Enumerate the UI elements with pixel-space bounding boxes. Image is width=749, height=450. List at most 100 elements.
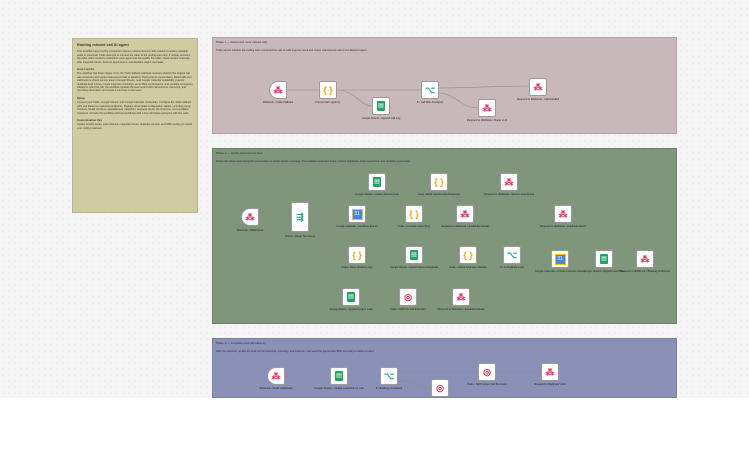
node-label: If • Call Was Answered	[416, 101, 444, 104]
twilio-icon: ◎	[404, 291, 412, 302]
node-label: If • Booking Completed	[375, 387, 403, 390]
node-label: Code • Compute Open Slots	[397, 225, 431, 228]
sheets-lookup-service-area-node[interactable]: ▤	[368, 173, 386, 191]
webhook-icon: ⁂	[482, 102, 492, 113]
code-icon: { }	[409, 208, 419, 219]
node-label: Twilio • SMS Owner Call Summary	[467, 383, 507, 386]
note-how-heading: How it works	[77, 67, 95, 72]
group-description: Twilio reports whether the roofing team …	[216, 49, 368, 52]
webhook-retell-tools-node[interactable]: ⁂	[241, 208, 259, 226]
node-label: Respond to Webhook • Call Handled	[516, 98, 560, 101]
connection	[308, 181, 369, 209]
connection	[308, 221, 343, 298]
sheets-icon: ▤	[600, 254, 608, 264]
note-how: The workflow has three stages. First, th…	[77, 72, 193, 93]
node-label: Switch • Route Tool Name	[285, 235, 315, 238]
code-compute-slots-node[interactable]: { }	[405, 205, 423, 223]
connection	[308, 211, 349, 215]
calendar-icon: 31	[351, 208, 363, 220]
if-call-answered-node[interactable]: ⌥	[421, 81, 439, 99]
group-description: After the call ends, update the lead wit…	[216, 350, 375, 353]
respond-route-to-ai-node[interactable]: ⁂	[478, 99, 496, 117]
node-label: Google Sheets • Append Lead Row	[583, 270, 625, 273]
node-label: Respond to Webhook • Ack	[534, 383, 566, 386]
node-label: Webhook • Retell Tools	[236, 229, 264, 232]
code-parse-booking-node[interactable]: { }	[348, 246, 366, 264]
respond-duplicate-node[interactable]: ⁂	[554, 205, 572, 223]
connection	[397, 379, 432, 389]
node-label: If • Is Duplicate Lead	[500, 266, 524, 269]
sheets-icon: ▤	[347, 292, 355, 302]
code-icon: { }	[463, 249, 473, 260]
webhook-icon: ⁂	[545, 366, 555, 377]
node-label: Code • Parse Booking Args	[341, 266, 373, 269]
node-label: Respond to Webhook • Escalated Result	[437, 308, 485, 311]
twilio-sms-owner-summary-node[interactable]: ◎	[478, 363, 496, 381]
twilio-icon: ◎	[483, 366, 491, 377]
node-label: Respond to Webhook • Duplicate Result	[539, 225, 587, 228]
calendar-create-inspection-node[interactable]: 31	[551, 250, 569, 268]
code-icon: { }	[352, 249, 362, 260]
webhook-icon: ⁂	[456, 291, 466, 302]
connection	[438, 85, 530, 89]
group-phase-1[interactable]: Phase 1 — Detect and route missed calls …	[212, 37, 677, 134]
sheets-update-lead-node[interactable]: ▤	[330, 367, 348, 385]
respond-availability-node[interactable]: ⁂	[456, 205, 474, 223]
switch-icon: ⇶	[296, 211, 304, 222]
sheets-icon: ▤	[377, 101, 385, 111]
if-booking-completed-node[interactable]: ⌥	[380, 367, 398, 385]
sheets-search-duplicate-node[interactable]: ▤	[405, 246, 423, 264]
sheets-icon: ▤	[410, 250, 418, 260]
node-label: Format Call Log Entry	[315, 101, 341, 104]
calendar-get-busy-node[interactable]: 31	[348, 205, 366, 223]
connections-layer	[259, 85, 636, 389]
node-label: Google Sheets • Append Call Log	[361, 117, 401, 120]
group-description: Retell calls these tools during the conv…	[216, 160, 412, 163]
note-setup-heading: Setup	[77, 95, 85, 100]
sheets-append-call-log-node[interactable]: ▤	[372, 97, 390, 115]
webhook-icon: ⁂	[245, 211, 255, 222]
node-label: Google Sheets • Update Lead Row for Call	[314, 387, 364, 390]
switch-route-tool-node[interactable]: ⇶	[291, 202, 309, 232]
twilio-sms-node[interactable]: ◎	[431, 379, 449, 397]
twilio-icon: ◎	[436, 382, 444, 393]
respond-service-area-node[interactable]: ⁂	[500, 173, 518, 191]
code-icon: { }	[323, 84, 333, 95]
connection	[308, 215, 349, 256]
note-intro: This workflow helps roofing companies ca…	[77, 50, 191, 64]
node-label: Respond to Webhook • Service Area Result	[483, 193, 535, 196]
connection	[520, 213, 555, 253]
if-icon: ⌥	[424, 84, 436, 95]
node-label: Google Calendar • Get Busy Events	[336, 225, 378, 228]
node-label: Twilio • SMS On-Call Estimator	[390, 308, 426, 311]
respond-booking-confirmed-node[interactable]: ⁂	[636, 250, 654, 268]
connection	[438, 92, 479, 109]
sheets-icon: ▤	[373, 177, 381, 187]
sticky-note[interactable]: Routing missed call AI agent This workfl…	[72, 38, 198, 213]
webhook-icon: ⁂	[504, 176, 514, 187]
node-label: Respond to Webhook • Route to AI	[466, 119, 508, 122]
respond-escalated-node[interactable]: ⁂	[452, 288, 470, 306]
node-label: Code • Check Duplicate Window	[449, 266, 487, 269]
twilio-sms-estimator-node[interactable]: ◎	[399, 288, 417, 306]
if-icon: ⌥	[506, 249, 518, 260]
format-call-log-node[interactable]: { }	[319, 81, 337, 99]
node-label: Respond to Webhook • Booking Confirmed	[620, 270, 670, 273]
respond-call-handled-node[interactable]: ⁂	[529, 78, 547, 96]
workflow-canvas[interactable]: Routing missed call AI agent This workfl…	[0, 0, 749, 398]
if-duplicate-lead-node[interactable]: ⌥	[503, 246, 521, 264]
sheets-append-urgent-node[interactable]: ▤	[342, 288, 360, 306]
node-label: Webhook • Twilio Fallback	[262, 101, 294, 104]
respond-ack-node[interactable]: ⁂	[541, 363, 559, 381]
code-check-duplicate-node[interactable]: { }	[459, 246, 477, 264]
node-label: Google Calendar • Create Inspection Even…	[535, 270, 585, 273]
sheets-append-lead-node[interactable]: ▤	[595, 250, 613, 268]
node-label: Code • Build Service Area Response	[417, 193, 461, 196]
code-build-service-area-node[interactable]: { }	[430, 173, 448, 191]
webhook-retell-call-ended-node[interactable]: ⁂	[267, 367, 285, 385]
node-label: Google Sheets • Append Urgent Lead	[329, 308, 373, 311]
node-label: Google Sheets • Lookup Service Area	[355, 193, 399, 196]
group-title: Phase 3 — Complete post-call follow-up	[216, 341, 266, 345]
webhook-twilio-fallback-node[interactable]: ⁂	[269, 81, 287, 99]
webhook-icon: ⁂	[460, 208, 470, 219]
